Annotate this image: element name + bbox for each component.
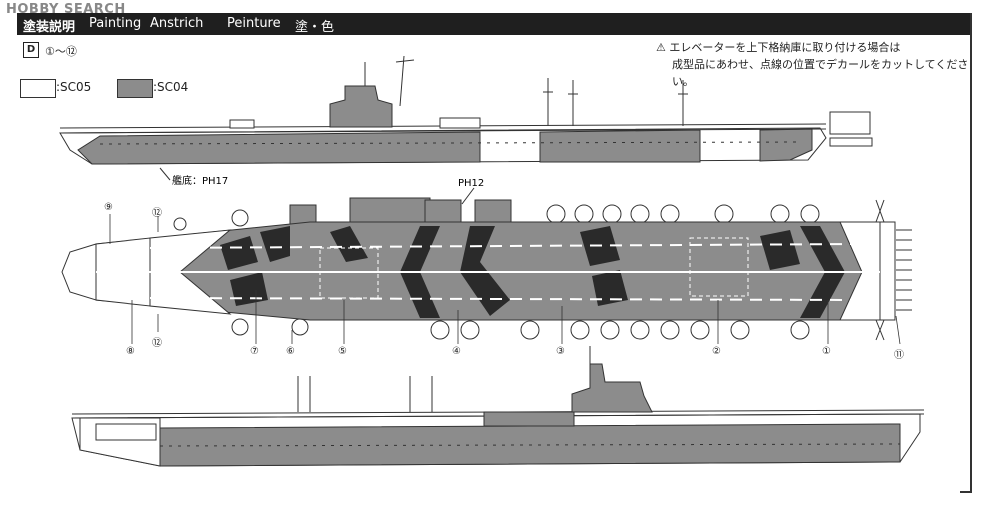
frame-bottom <box>960 491 972 493</box>
callout-11: ⑪ <box>894 350 904 361</box>
title-en: Painting <box>89 16 142 31</box>
callout-7: ⑦ <box>250 346 259 357</box>
callout-6: ⑥ <box>286 346 295 357</box>
callout-5: ⑤ <box>338 346 347 357</box>
title-jp: 塗装説明 <box>23 20 76 35</box>
legend-swatch-sc05 <box>20 79 56 98</box>
callout-1: ① <box>822 346 831 357</box>
title-de: Anstrich <box>150 16 204 31</box>
header-bar: 塗装説明 Painting Anstrich Peinture 塗・色 <box>17 13 972 35</box>
side-view-upper <box>59 55 873 165</box>
callout-9: ⑨ <box>104 202 113 213</box>
callout-3: ③ <box>556 346 565 357</box>
callout-4: ④ <box>452 346 461 357</box>
hull-bottom-ref: 艦底：PH17 <box>172 174 228 187</box>
callout-2: ② <box>712 346 721 357</box>
watermark-logo: HOBBY SEARCH <box>6 2 126 17</box>
step-marker: D <box>23 42 39 58</box>
side-view-lower <box>71 346 925 467</box>
legend-swatch-sc04 <box>117 79 153 98</box>
note-line-1: エレベーターを上下格納庫に取り付ける場合は <box>669 41 901 54</box>
callout-12-top: ⑫ <box>152 208 162 219</box>
title-fr: Peinture <box>227 16 281 31</box>
callout-12-bottom: ⑫ <box>152 338 162 349</box>
legend-label-sc04: :SC04 <box>153 80 189 94</box>
frame-right <box>970 13 972 493</box>
callout-8: ⑧ <box>126 346 135 357</box>
legend-label-sc05: :SC05 <box>56 80 92 94</box>
step-range: ①～⑫ <box>45 45 77 58</box>
elevator-note: ⚠ エレベーターを上下格納庫に取り付ける場合は 成型品にあわせ、点線の位置でデカ… <box>656 39 976 90</box>
deck-part-ref: PH12 <box>458 178 484 189</box>
warning-icon: ⚠ <box>656 41 666 54</box>
deck-plan-view <box>61 197 912 341</box>
title-jp2: 塗・色 <box>295 20 335 35</box>
